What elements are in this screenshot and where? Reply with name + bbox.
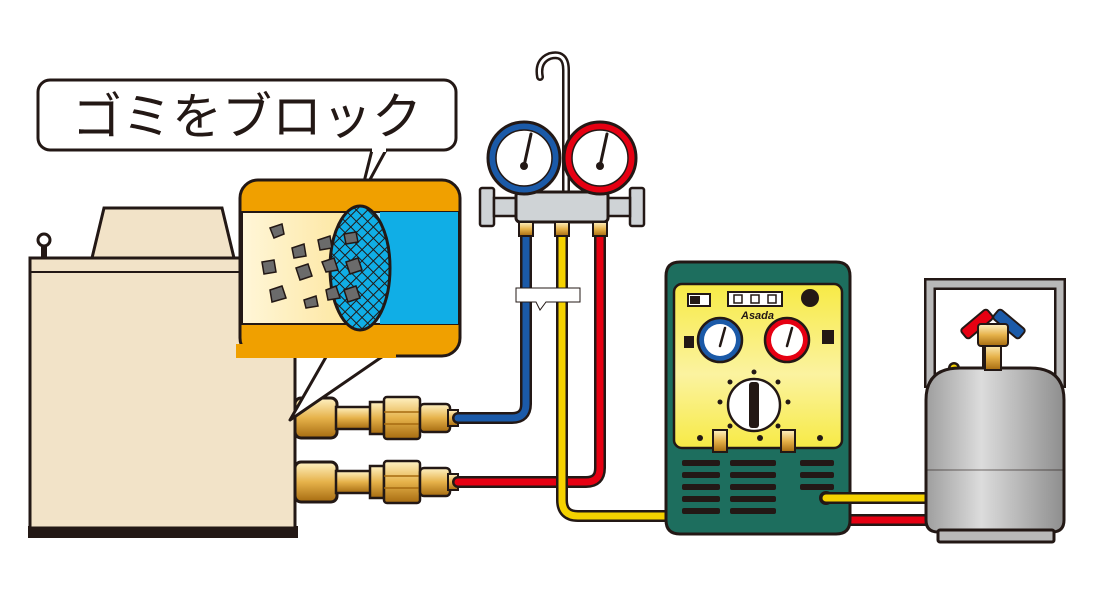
machine-high-gauge-icon: [763, 316, 811, 364]
high-side-hose: [454, 228, 604, 486]
round-button: [801, 289, 819, 307]
debris-particles: [261, 223, 363, 309]
brand-label: Asada: [740, 310, 774, 322]
vent-grille: [682, 460, 834, 514]
indicator-lamps: [727, 291, 783, 307]
high-pressure-gauge-icon: [562, 120, 638, 196]
low-pressure-gauge-icon: [486, 120, 562, 196]
recovery-machine: Asada: [664, 260, 852, 536]
machine-low-gauge-icon: [696, 316, 744, 364]
lifting-eye-icon: [36, 232, 52, 258]
callout-bubble: ゴミをブロック: [36, 78, 458, 200]
lower-service-port: [293, 460, 339, 504]
tank-body: [924, 366, 1066, 534]
low-side-hose-outline: [452, 226, 532, 424]
upper-flare-fitting: [368, 395, 459, 441]
tank-valve-icon: [960, 308, 1026, 371]
low-side-hose: [454, 228, 530, 422]
lower-flare-fitting: [368, 459, 459, 505]
manifold-body: [514, 190, 610, 224]
outlet-port: [780, 429, 796, 453]
low-side-knob: [478, 186, 496, 228]
high-side-knob: [628, 186, 646, 228]
mode-selector-dial: [717, 369, 791, 433]
callout-box: [36, 78, 458, 152]
manifold-gauge: [478, 51, 646, 237]
inlet-port: [712, 429, 728, 453]
callout-text: ゴミをブロック: [72, 88, 422, 146]
ac-unit-top-cover: [90, 206, 236, 260]
filter-cross-section: [236, 178, 462, 422]
hose-tag: [515, 287, 581, 311]
recovery-tank: [924, 278, 1066, 544]
